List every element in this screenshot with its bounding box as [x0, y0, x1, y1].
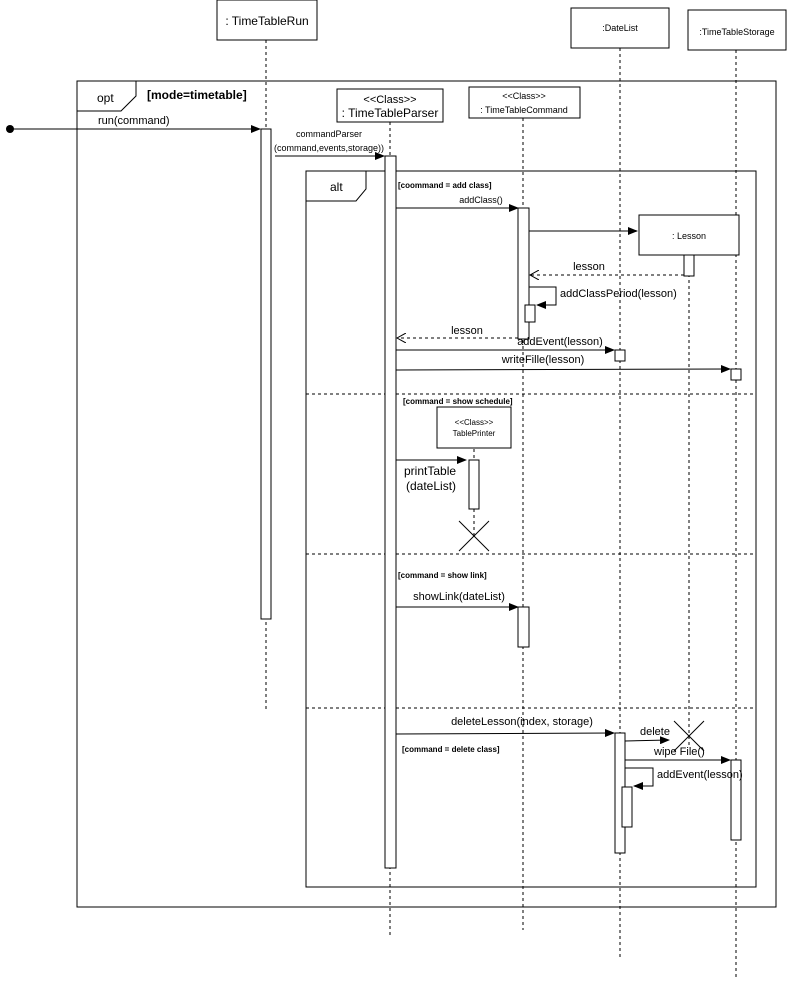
participant-timetable-parser-stereotype: <<Class>> [363, 94, 416, 106]
alt-label: alt [330, 180, 343, 194]
participant-timetable-command-label: : TimeTableCommand [480, 105, 568, 115]
message-delete-lesson-label: deleteLesson(index, storage) [451, 716, 593, 728]
guard-add-class: [coommand = add class] [398, 181, 492, 190]
message-show-link-label: showLink(dateList) [413, 591, 505, 603]
participant-datelist: :DateList [570, 7, 670, 49]
message-write-file: writeFille(lesson) [395, 354, 742, 381]
participant-timetable-parser: <<Class>> : TimeTableParser [336, 88, 444, 123]
destroy-table-printer-icon [458, 520, 490, 552]
activation-timetable-run [260, 128, 272, 620]
message-command-parser-label-2: (command,events,storage)) [274, 143, 384, 153]
alt-frame: alt [coommand = add class] [command = sh… [305, 170, 757, 888]
message-add-class-period-label: addClassPeriod(lesson) [560, 288, 677, 300]
participant-timetable-parser-label: : TimeTableParser [342, 106, 439, 120]
message-run-label: run(command) [98, 115, 170, 127]
message-add-class-label: addClass() [459, 195, 503, 205]
participant-timetable-command-stereotype: <<Class>> [502, 91, 546, 101]
message-delete-label: delete [640, 726, 670, 738]
message-add-class: addClass() [396, 195, 519, 212]
participant-timetable-run-label: : TimeTableRun [225, 14, 308, 28]
participant-table-printer-stereotype: <<Class>> [455, 418, 494, 427]
message-add-event: addEvent(lesson) [396, 336, 626, 362]
participant-table-printer: <<Class>> TablePrinter [436, 406, 512, 449]
participant-datelist-label: :DateList [602, 23, 638, 33]
participant-timetable-run: : TimeTableRun [216, 0, 318, 41]
message-show-link: showLink(dateList) [396, 591, 530, 648]
message-print-table-label-2: (dateList) [406, 479, 456, 493]
message-print-table-label-1: printTable [404, 464, 456, 478]
opt-frame: opt [mode=timetable] [76, 80, 777, 908]
opt-label: opt [97, 91, 114, 105]
participant-timetable-storage: :TimeTableStorage [687, 9, 787, 51]
participant-timetable-storage-label: :TimeTableStorage [699, 27, 774, 37]
message-add-class-period: addClassPeriod(lesson) [524, 286, 677, 323]
opt-guard: [mode=timetable] [147, 88, 247, 102]
participant-timetable-command: <<Class>> : TimeTableCommand [468, 86, 581, 119]
participant-lesson-label: : Lesson [672, 231, 706, 241]
guard-show-schedule: [command = show schedule] [403, 397, 513, 406]
message-print-table: printTable (dateList) [396, 456, 480, 510]
message-command-parser: commandParser (command,events,storage)) [274, 129, 385, 160]
message-add-event-label: addEvent(lesson) [517, 336, 603, 348]
message-add-event-2-label: addEvent(lesson) [657, 769, 743, 781]
message-delete: delete [624, 726, 670, 745]
activation-timetable-parser [384, 155, 397, 869]
guard-show-link: [command = show link] [398, 571, 487, 580]
participant-lesson: : Lesson [638, 214, 740, 256]
message-wipe-file-label: wipe File() [653, 746, 705, 758]
guard-delete-class: [command = delete class] [402, 745, 500, 754]
message-add-event-2: addEvent(lesson) [621, 767, 743, 828]
message-delete-lesson: deleteLesson(index, storage) [395, 716, 615, 738]
message-write-file-label: writeFille(lesson) [501, 354, 585, 366]
message-lesson-return-2-label: lesson [451, 325, 483, 337]
message-lesson-return-label: lesson [573, 261, 605, 273]
message-lesson-return-2: lesson [397, 325, 518, 338]
destroy-lesson-icon [673, 720, 705, 752]
message-run: run(command) [6, 115, 261, 133]
message-lesson-return: lesson [530, 261, 684, 275]
message-command-parser-label-1: commandParser [296, 129, 362, 139]
participant-table-printer-label: TablePrinter [453, 429, 496, 438]
message-wipe-file: wipe File() [625, 746, 742, 841]
activation-lesson [683, 254, 695, 277]
